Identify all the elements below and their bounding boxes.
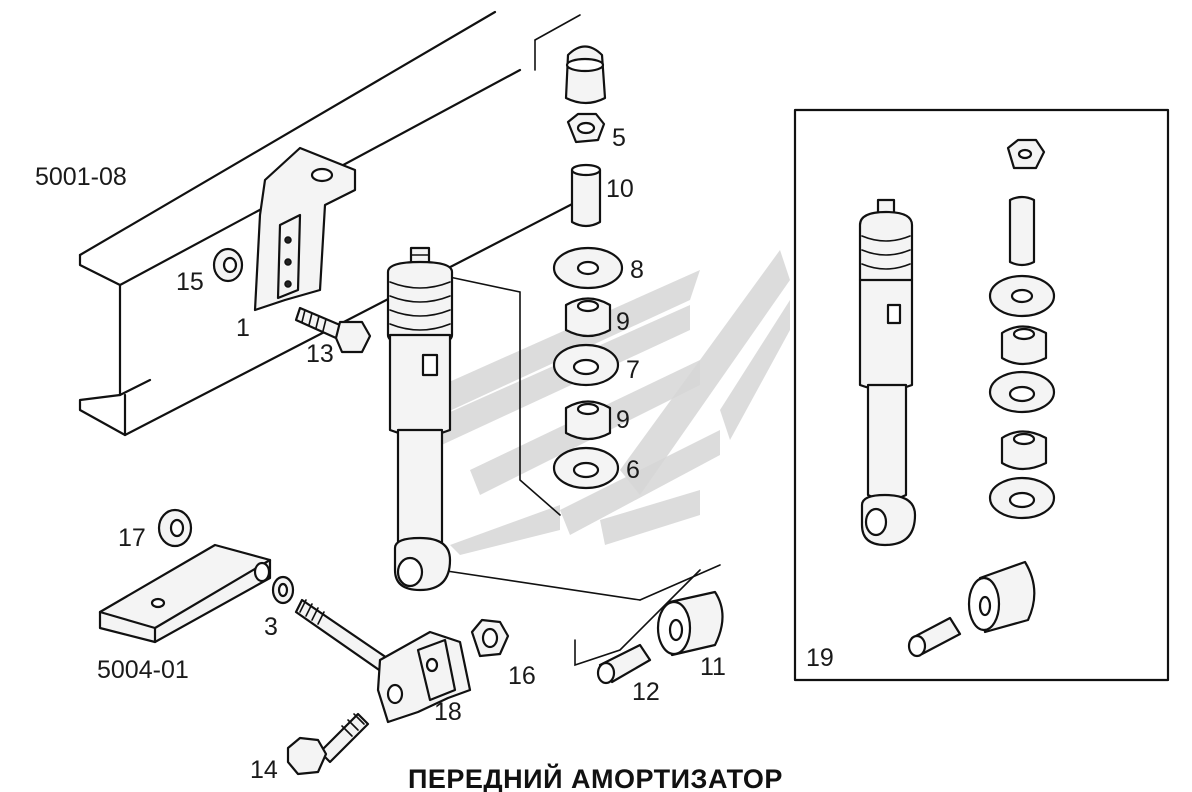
pin-bolt (294, 598, 392, 674)
part-label-16: 16 (508, 662, 536, 690)
part-label-10: 10 (606, 175, 634, 203)
part-label-9-lower: 9 (616, 406, 630, 434)
sleeve-part-12 (596, 643, 652, 685)
part-label-8: 8 (630, 256, 644, 284)
nut-part-15 (212, 247, 244, 283)
part-label-13: 13 (306, 340, 334, 368)
part-label-15: 15 (176, 268, 204, 296)
inset-parts-stack (988, 138, 1056, 520)
part-label-1: 1 (236, 314, 250, 342)
frame-assembly-code: 5001-08 (35, 163, 127, 191)
diagram-title: ПЕРЕДНИЙ АМОРТИЗАТОР (408, 763, 783, 792)
bolt-part-14 (286, 712, 370, 776)
part-label-5: 5 (612, 124, 626, 152)
part-label-9-upper: 9 (616, 308, 630, 336)
leader-lines (439, 274, 721, 667)
part-label-14: 14 (250, 756, 278, 784)
upper-bracket-part-1 (253, 146, 357, 312)
washer-part-6 (552, 446, 620, 490)
lower-bracket-part-18 (376, 630, 472, 724)
frame-rail (78, 10, 582, 437)
bushing-part-11 (656, 590, 724, 657)
part-label-17: 17 (118, 524, 146, 552)
sleeve-part-10 (570, 163, 602, 228)
part-label-12: 12 (632, 678, 660, 706)
part-label-6: 6 (626, 456, 640, 484)
nut-part-16 (470, 618, 510, 658)
bushing-part-9-upper (564, 297, 612, 338)
shock-absorber-main (386, 246, 454, 592)
part-label-18: 18 (434, 698, 462, 726)
part-label-7: 7 (626, 356, 640, 384)
part-label-3: 3 (264, 613, 278, 641)
part-label-19: 19 (806, 644, 834, 672)
nut-part-5 (566, 112, 606, 144)
bushing-part-9-lower (564, 400, 612, 441)
nut-part-17 (157, 508, 193, 548)
washer-part-7 (552, 343, 620, 387)
part-label-11: 11 (700, 653, 726, 681)
washer-part-3 (271, 575, 295, 605)
inset-bushing-sleeve (907, 560, 1036, 658)
spring-plate (98, 543, 272, 644)
washer-part-8 (552, 246, 624, 290)
cap (564, 45, 607, 105)
spring-assembly-code: 5004-01 (97, 656, 189, 684)
bolt-part-13 (294, 306, 372, 354)
inset-shock-absorber (858, 198, 917, 547)
inset-assembly-box (793, 108, 1170, 682)
